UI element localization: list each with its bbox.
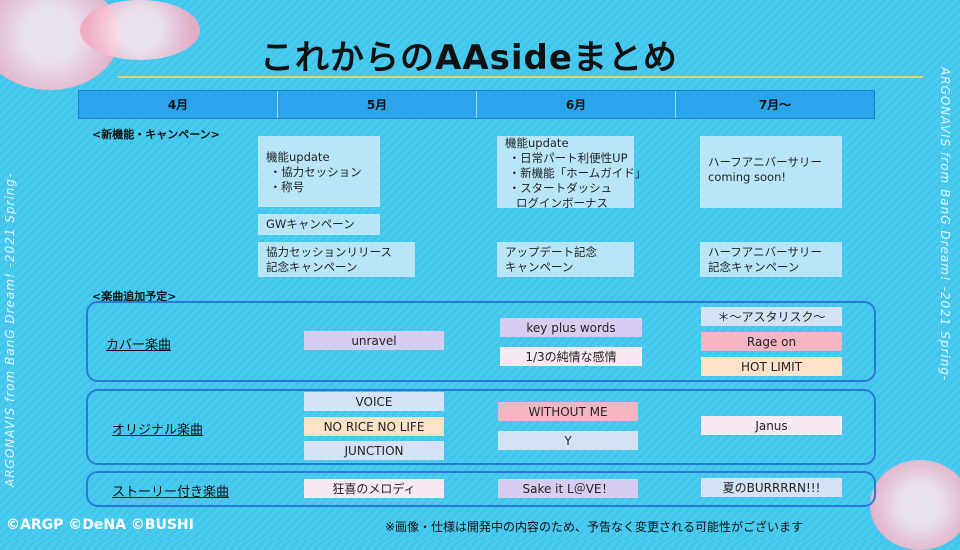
song-pill: Janus (701, 416, 842, 435)
copyright: ©ARGP ©DeNA ©BUSHI (6, 517, 194, 533)
cherry-blossom-decoration (80, 0, 200, 60)
song-pill: Y (498, 431, 638, 450)
story-group (86, 471, 876, 507)
cherry-blossom-decoration (870, 460, 960, 550)
side-text-right: ARGONAVIS from BanG Dream! -2021 Spring- (938, 67, 952, 382)
song-pill: unravel (304, 331, 444, 350)
july-campaign-box: ハーフアニバーサリー 記念キャンペーン (700, 242, 842, 277)
song-pill: VOICE (304, 392, 444, 411)
may-campaign-box: 協力セッションリリース 記念キャンペーン (258, 242, 415, 277)
cover-label: カバー楽曲 (106, 338, 172, 353)
month-june: 6月 (477, 91, 676, 118)
side-text-left: ARGONAVIS from BanG Dream! -2021 Spring- (3, 172, 17, 487)
original-group (86, 389, 876, 465)
may-update-box: 機能update ・協力セッション ・称号 (258, 136, 380, 207)
song-pill: ＊～アスタリスク～ (701, 307, 842, 326)
july-coming-box: ハーフアニバーサリー coming soon! (700, 136, 842, 208)
june-update-box: 機能update ・日常パート利便性UP ・新機能「ホームガイド」 ・スタートダ… (497, 136, 646, 210)
song-pill: key plus words (500, 318, 642, 337)
disclaimer-note: ※画像・仕様は開発中の内容のため、予告なく変更される可能性がございます (385, 520, 804, 534)
page-title: これからのAAsideまとめ (260, 38, 678, 78)
song-pill: 1/3の純情な感情 (500, 347, 642, 366)
section-features: <新機能・キャンペーン> (92, 128, 220, 141)
section-songs: <楽曲追加予定> (92, 290, 177, 303)
month-header: 4月 5月 6月 7月～ (78, 90, 875, 119)
month-april: 4月 (79, 91, 278, 118)
june-campaign-box: アップデート記念 キャンペーン (497, 242, 634, 277)
song-pill: Rage on (701, 332, 842, 351)
song-pill: WITHOUT ME (498, 402, 638, 421)
song-pill: Sake it L＠VE！ (498, 479, 638, 498)
song-pill: HOT LIMIT (701, 357, 842, 376)
song-pill: 夏のBURRRRN!!! (701, 478, 842, 497)
original-label: オリジナル楽曲 (112, 423, 204, 438)
may-gw-box: GWキャンペーン (258, 214, 380, 235)
song-pill: 狂喜のメロディ (304, 479, 444, 498)
month-july: 7月～ (676, 91, 874, 118)
cover-group (86, 301, 876, 382)
song-pill: JUNCTION (304, 441, 444, 460)
story-label: ストーリー付き楽曲 (112, 485, 230, 500)
title-underline (118, 76, 923, 78)
month-may: 5月 (278, 91, 477, 118)
song-pill: NO RICE NO LIFE (304, 417, 444, 436)
